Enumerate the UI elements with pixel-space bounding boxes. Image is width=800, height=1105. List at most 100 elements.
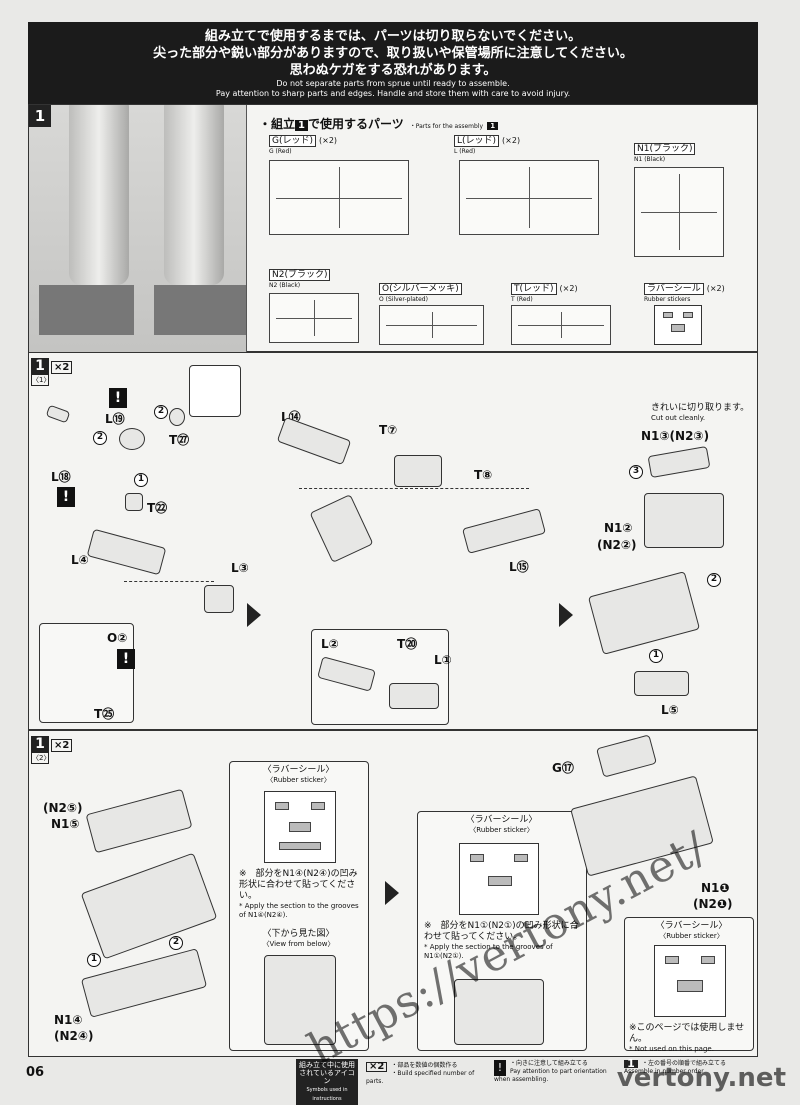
rubber-heading: 〈ラバーシール〉 〈Rubber sticker〉 xyxy=(241,765,356,785)
part-t22 xyxy=(125,493,143,511)
runner-o-en: O (Silver-plated) xyxy=(379,296,428,303)
detail-box xyxy=(39,623,134,723)
instruction-page: 組み立てで使用するまでは、パーツは切り取らないでください。 尖った部分や鋭い部分… xyxy=(26,22,758,1105)
step-3-marker: 3 xyxy=(629,465,643,479)
legend-title-en: Symbols used in instructions xyxy=(306,1087,348,1102)
step-2-marker: 2 xyxy=(93,431,107,445)
substep-2-sub: 〈2〉 xyxy=(31,752,51,764)
part-l4 xyxy=(86,528,167,576)
part-joint-block xyxy=(394,455,442,487)
runner-rubber-name: ラバーシール xyxy=(644,283,704,295)
warning-banner: 組み立てで使用するまでは、パーツは切り取らないでください。 尖った部分や鋭い部分… xyxy=(28,22,758,104)
rubber-sticker-image-2 xyxy=(459,843,539,915)
sticker-note-b-en: * Apply the section to the grooves of N1… xyxy=(424,943,553,960)
legend-title: 組み立て中に使用されているアイコン Symbols used in instru… xyxy=(296,1059,358,1105)
view-heading-en: 〈View from below〉 xyxy=(262,940,335,948)
rubber-sticker-image-3 xyxy=(654,945,726,1017)
label-n11: N1❶ xyxy=(701,881,730,895)
step-1-marker: 1 xyxy=(87,953,101,967)
part-joint xyxy=(119,428,145,450)
runner-o-image xyxy=(379,305,484,345)
photo-legs xyxy=(29,105,247,352)
runner-n2-image xyxy=(269,293,359,343)
label-t25: T㉕ xyxy=(94,707,115,721)
cut-note-jp: きれいに切り取ります。 xyxy=(651,403,750,413)
legend-x2: ×2 ・部品を数値の個数作る ・Build specified number o… xyxy=(366,1062,486,1086)
label-n15: N1⑤ xyxy=(51,817,80,831)
parts-title-num: 1 xyxy=(295,120,308,131)
runner-g-image xyxy=(269,160,409,235)
runner-rubber-en: Rubber stickers xyxy=(644,296,691,303)
runner-l-name: L(レッド) xyxy=(454,135,500,147)
legend-excl-jp: ・向きに注意して組み立てる xyxy=(510,1060,588,1067)
step-1-marker: 1 xyxy=(649,649,663,663)
label-l5: L⑤ xyxy=(661,703,679,717)
unused-note-jp: ※このページでは使用しません。 xyxy=(629,1023,745,1044)
label-n24: (N2④) xyxy=(54,1029,94,1043)
part-l5 xyxy=(634,671,689,696)
label-n25: (N2⑤) xyxy=(43,801,83,815)
rubber-heading-2-jp: 〈ラバーシール〉 xyxy=(465,815,538,825)
runner-rubber-qty: (×2) xyxy=(706,284,725,293)
leg-left-image xyxy=(69,105,129,285)
substep-1-num: 1 xyxy=(31,358,49,374)
page-number: 06 xyxy=(26,1065,45,1080)
substep-2-num: 1 xyxy=(31,736,49,752)
part-l1 xyxy=(389,683,439,709)
label-t20: T⑳ xyxy=(397,637,418,651)
rubber-heading-3: 〈ラバーシール〉 〈Rubber sticker〉 xyxy=(634,921,749,941)
label-n22: (N2②) xyxy=(597,538,637,552)
runner-n2-en: N2 (Black) xyxy=(269,282,301,289)
rubber-sticker-image xyxy=(264,791,336,863)
substep-1-panel: 1×2 〈1〉 L⑱ ! ! L⑲ 2 2 T㉗ 1 T㉒ L④ L③ O② !… xyxy=(28,352,758,730)
runner-label-o: O(シルバーメッキ) O (Silver-plated) xyxy=(379,283,462,305)
cut-note-en: Cut out cleanly. xyxy=(651,414,706,422)
rubber-heading-jp: 〈ラバーシール〉 xyxy=(262,765,335,775)
step-number: 1 xyxy=(29,105,51,127)
parts-title-suffix: で使用するパーツ xyxy=(307,117,404,131)
warning-en-2: Pay attention to sharp parts and edges. … xyxy=(215,89,571,98)
legend-x2-en: ・Build specified number of parts. xyxy=(366,1070,475,1085)
warning-jp-1: 組み立てで使用するまでは、パーツは切り取らないでください。 xyxy=(204,29,582,44)
leg-right-image xyxy=(164,105,224,285)
legend-step-en: Assemble in number order xyxy=(624,1068,704,1075)
sticker-note-b: ※ 部分をN1①(N2①)の凹み形状に合わせて貼ってください。 * Apply … xyxy=(424,921,579,961)
substep-2-panel: 1×2 〈2〉 (N2⑤) N1⑤ 1 2 N1④ (N2④) 〈ラバーシール〉… xyxy=(28,730,758,1057)
rubber-heading-3-en: 〈Rubber sticker〉 xyxy=(659,932,724,940)
part-t27 xyxy=(169,408,185,426)
step-2-marker: 2 xyxy=(169,936,183,950)
label-n21: (N2❶) xyxy=(693,897,733,911)
label-n13: N1③(N2③) xyxy=(641,429,710,443)
runner-l-qty: (×2) xyxy=(502,136,521,145)
rubber-heading-en: 〈Rubber sticker〉 xyxy=(266,776,331,784)
part-l3 xyxy=(204,585,234,613)
runner-label-n2: N2(ブラック) N2 (Black) xyxy=(269,269,331,291)
step-1-marker: 1 xyxy=(134,473,148,487)
sticker-note-a-en: * Apply the section to the grooves of N1… xyxy=(239,902,359,919)
foot-left-image xyxy=(39,285,134,335)
orientation-warning-icon: ! xyxy=(109,388,127,408)
substep-1-mult: ×2 xyxy=(51,361,73,374)
step-2-marker: 2 xyxy=(154,405,168,419)
runner-n2-name: N2(ブラック) xyxy=(269,269,331,281)
substep-2-badge: 1×2 〈2〉 xyxy=(31,733,73,764)
runner-t-qty: (×2) xyxy=(559,284,578,293)
part-assembly xyxy=(80,852,218,960)
runner-o-name: O(シルバーメッキ) xyxy=(379,283,462,295)
watermark-brand: vertony.net xyxy=(616,1063,786,1093)
label-n14: N1④ xyxy=(54,1013,83,1027)
part-g17 xyxy=(596,734,657,778)
parts-title-en-num: 1 xyxy=(487,122,499,130)
label-t7: T⑦ xyxy=(379,423,398,437)
legend-x2-jp: ・部品を数値の個数作る xyxy=(391,1062,458,1069)
runner-label-t: T(レッド)(×2) T (Red) xyxy=(511,283,578,305)
label-n12: N1② xyxy=(604,521,633,535)
part-assembly xyxy=(587,571,701,655)
unused-note-en: * Not used on this page. xyxy=(629,1045,714,1053)
flow-arrow-icon xyxy=(559,603,573,627)
sticker-note-a-jp: ※ 部分をN1④(N2④)の凹み形状に合わせて貼ってください。 xyxy=(239,869,358,901)
rubber-heading-2: 〈ラバーシール〉 〈Rubber sticker〉 xyxy=(439,815,564,835)
rubber-heading-2-en: 〈Rubber sticker〉 xyxy=(469,826,534,834)
part-l15 xyxy=(461,508,547,554)
